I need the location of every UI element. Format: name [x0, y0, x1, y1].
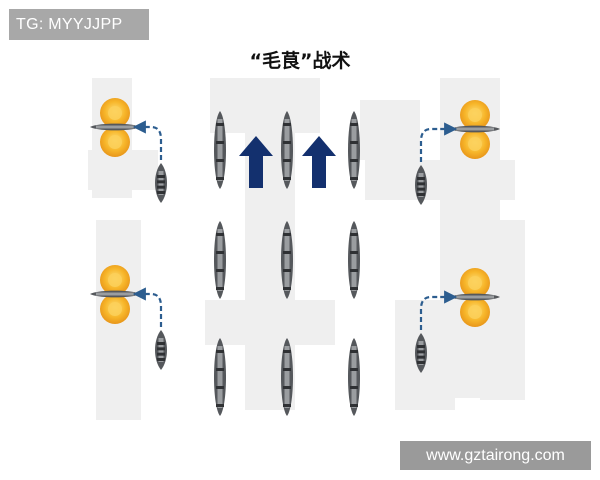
escort-horizontal-ship: [90, 123, 140, 131]
advance-arrow-left: [239, 136, 273, 188]
escort-group-4: [415, 268, 500, 373]
escort-vertical-ship: [155, 163, 167, 203]
ring-pair: [100, 98, 130, 157]
escort-horizontal-ship: [90, 290, 140, 298]
center-ship-r3-c2: [281, 338, 293, 416]
escort-group-2: [415, 100, 500, 205]
escort-vertical-ship: [415, 333, 427, 373]
escort-vertical-ship: [415, 165, 427, 205]
escort-group-3: [90, 265, 167, 370]
center-formation: [214, 111, 360, 416]
advance-arrows: [239, 136, 336, 188]
center-ship-r3-c3: [348, 338, 360, 416]
escort-groups: [90, 98, 500, 373]
center-ship-r2-c3: [348, 221, 360, 299]
ring-pair: [460, 268, 490, 327]
maneuver-path: [132, 287, 163, 327]
center-ship-r1-c1: [214, 111, 226, 189]
center-ship-r1-c2: [281, 111, 293, 189]
center-ship-r3-c1: [214, 338, 226, 416]
advance-arrow-right: [302, 136, 336, 188]
escort-horizontal-ship: [450, 125, 500, 133]
center-ship-r2-c1: [214, 221, 226, 299]
escort-vertical-ship: [155, 330, 167, 370]
ring-pair: [460, 100, 490, 159]
escort-horizontal-ship: [450, 293, 500, 301]
ring-pair: [100, 265, 130, 324]
escort-group-1: [90, 98, 167, 203]
watermark-site: www.gztairong.com: [400, 441, 591, 470]
diagram-title: “毛茛”战术: [249, 50, 351, 72]
center-ship-r2-c2: [281, 221, 293, 299]
center-ship-r1-c3: [348, 111, 360, 189]
watermark-tag: TG: MYYJJPP: [9, 9, 149, 40]
